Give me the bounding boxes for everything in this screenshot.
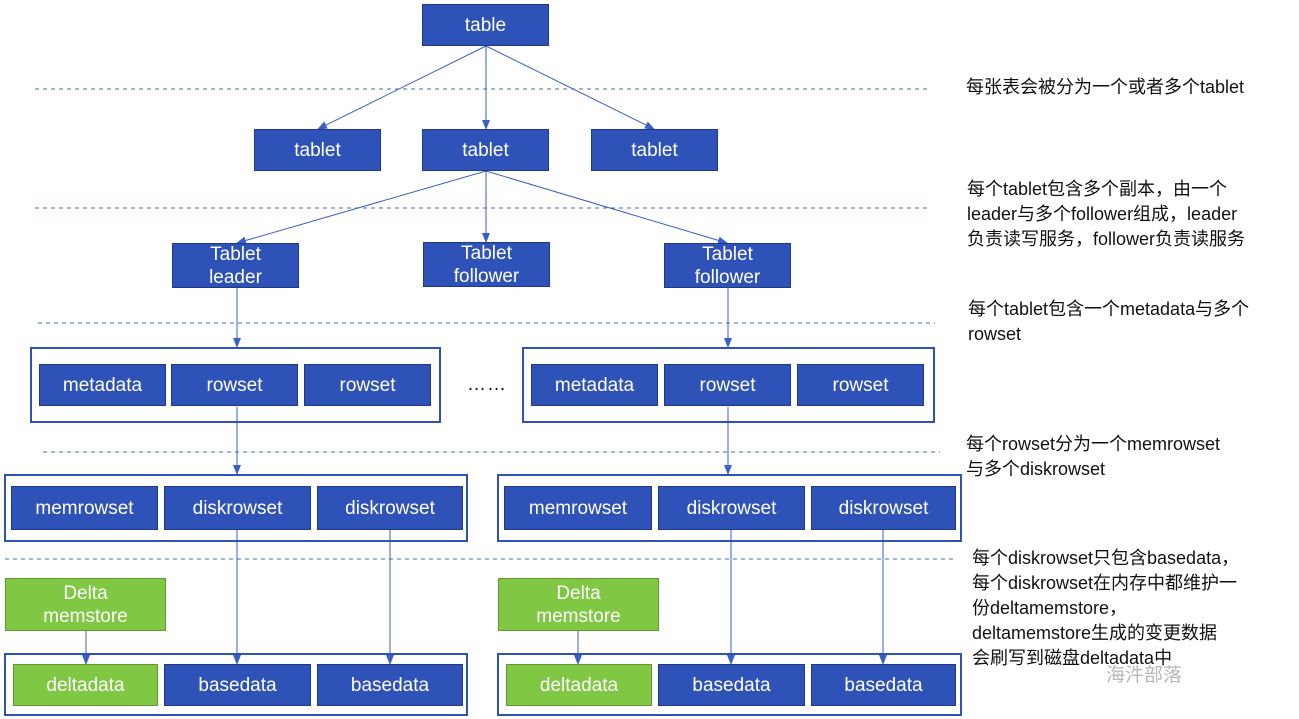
node-rowset-right-1: rowset (664, 364, 791, 406)
node-table: table (422, 4, 549, 46)
node-basedata-left-1: basedata (164, 664, 311, 706)
edge-tablet-follower-right (485, 170, 728, 245)
note-level-3: 每个tablet包含一个metadata与多个 rowset (968, 299, 1250, 344)
note-level-2: 每个tablet包含多个副本，由一个 leader与多个follower组成，l… (967, 179, 1246, 249)
memrowset-group-left (4, 474, 468, 542)
edge-table-tablet-left (317, 45, 487, 130)
node-basedata-right-1: basedata (658, 664, 805, 706)
ellipsis: …… (467, 374, 507, 395)
node-tablet-left: tablet (254, 129, 381, 171)
node-diskrowset-left-2: diskrowset (317, 486, 463, 530)
node-memrowset-right: memrowset (504, 486, 652, 530)
node-delta-memstore-left: Delta memstore (5, 578, 166, 631)
note-level-4: 每个rowset分为一个memrowset 与多个diskrowset (966, 434, 1221, 479)
rowset-group-left (30, 347, 441, 423)
node-tablet-mid: tablet (422, 129, 549, 171)
node-tablet-right: tablet (591, 129, 718, 171)
node-rowset-left-1: rowset (171, 364, 298, 406)
edge-tablet-leader (236, 170, 487, 245)
node-tablet-leader: Tablet leader (172, 243, 299, 288)
watermark: 海汼部落 (1106, 664, 1183, 686)
node-diskrowset-left-1: diskrowset (164, 486, 311, 530)
node-diskrowset-right-1: diskrowset (658, 486, 805, 530)
node-metadata-left: metadata (39, 364, 166, 406)
node-deltadata-right: deltadata (506, 664, 652, 706)
note-level-5: 每个diskrowset只包含basedata， 每个diskrowset在内存… (972, 548, 1240, 668)
node-diskrowset-right-2: diskrowset (811, 486, 956, 530)
node-deltadata-left: deltadata (13, 664, 158, 706)
memrowset-group-right (497, 474, 962, 542)
node-tablet-follower-right: Tablet follower (664, 243, 791, 288)
node-basedata-left-2: basedata (317, 664, 463, 706)
basedata-group-left (4, 653, 468, 716)
node-rowset-left-2: rowset (304, 364, 431, 406)
node-delta-memstore-right: Delta memstore (498, 578, 659, 631)
node-basedata-right-2: basedata (811, 664, 956, 706)
edge-table-tablet-right (485, 45, 655, 130)
node-memrowset-left: memrowset (11, 486, 158, 530)
rowset-group-right (522, 347, 935, 423)
basedata-group-right (497, 653, 962, 716)
node-tablet-follower-mid: Tablet follower (423, 242, 550, 287)
node-rowset-right-2: rowset (797, 364, 924, 406)
node-metadata-right: metadata (531, 364, 658, 406)
note-level-1: 每张表会被分为一个或者多个tablet (966, 77, 1245, 97)
